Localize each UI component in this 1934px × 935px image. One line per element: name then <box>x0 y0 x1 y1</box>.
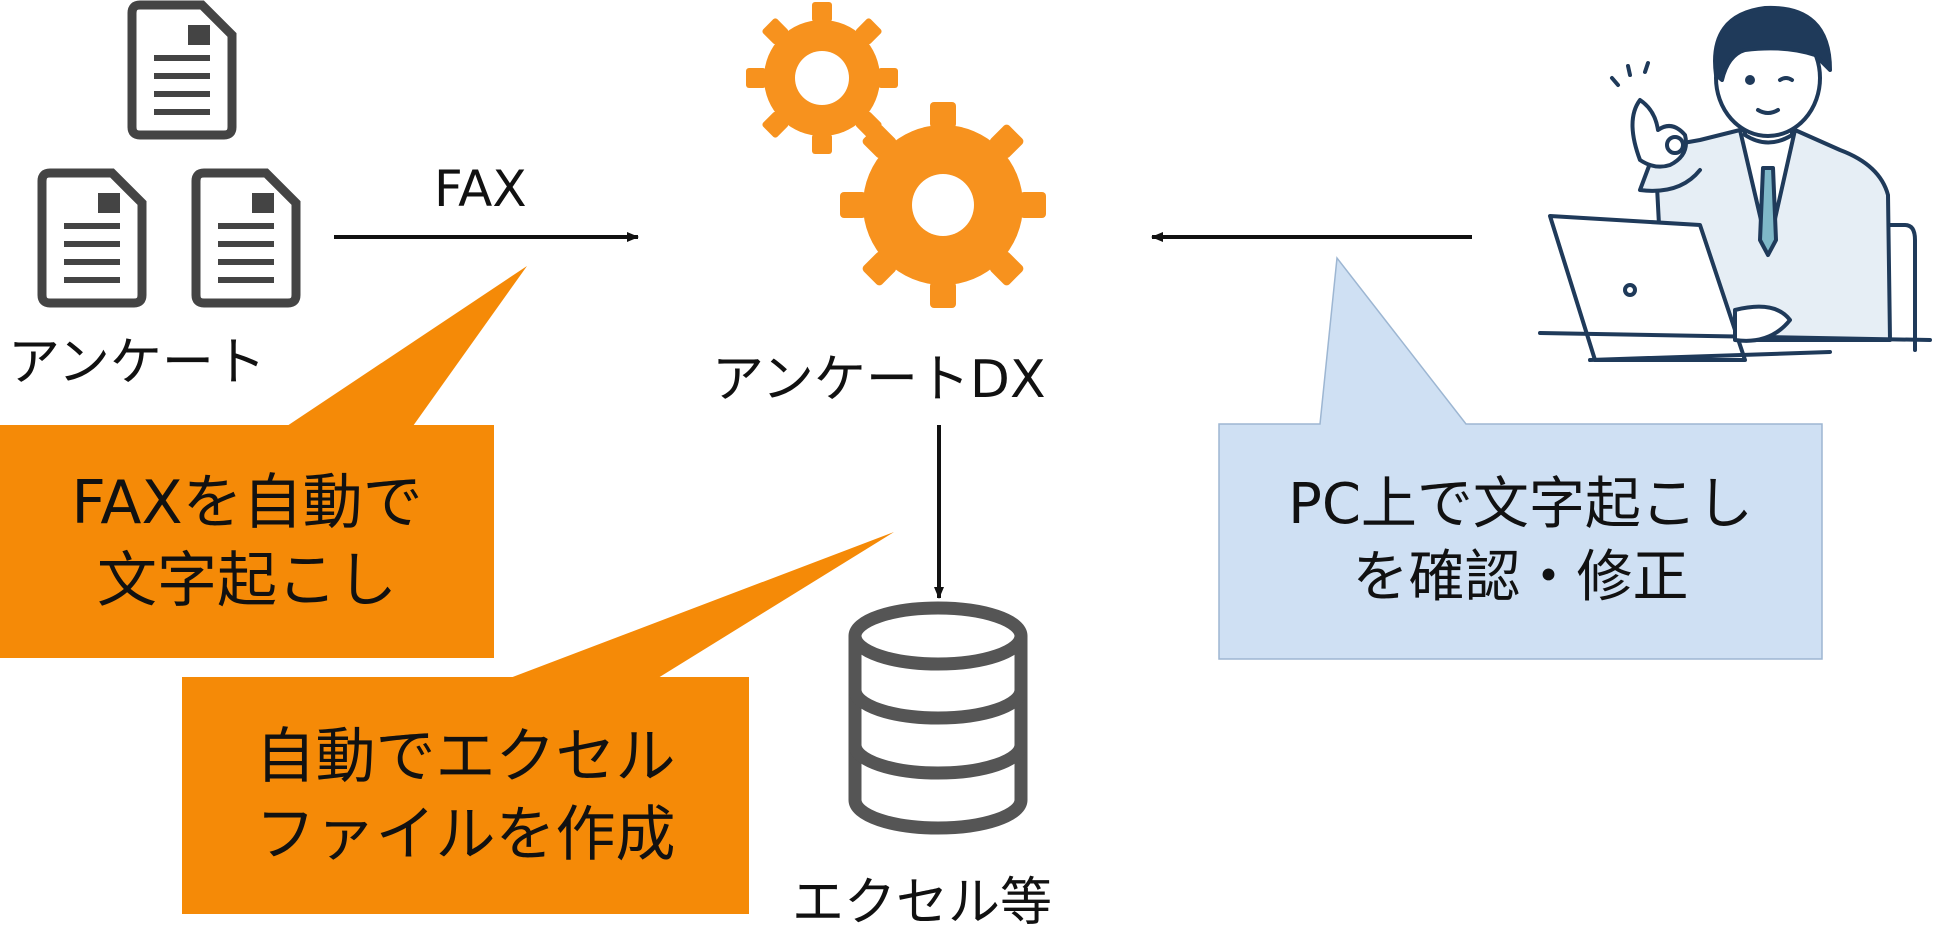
database-icon <box>848 601 1028 835</box>
person-laptop-icon <box>1538 5 1932 362</box>
survey-label: アンケート <box>8 333 266 393</box>
callout-pc-check <box>1218 256 1823 660</box>
excel-label: エクセル等 <box>792 873 1053 933</box>
fax-label: FAX <box>434 160 527 218</box>
document-icon <box>42 173 142 303</box>
callout-excel-create-text: 自動でエクセル ファイルを作成 <box>255 721 676 870</box>
gear-icon <box>746 2 898 154</box>
callout-fax-transcribe <box>0 266 527 658</box>
document-icon <box>196 173 296 303</box>
gear-icon <box>840 102 1046 308</box>
callout-excel-create <box>182 532 894 914</box>
system-label: アンケートDX <box>712 350 1046 410</box>
callout-fax-transcribe-text: FAXを自動で 文字起こし <box>71 467 423 616</box>
document-icon <box>132 5 232 135</box>
callout-pc-check-text: PC上で文字起こし を確認・修正 <box>1288 471 1753 610</box>
